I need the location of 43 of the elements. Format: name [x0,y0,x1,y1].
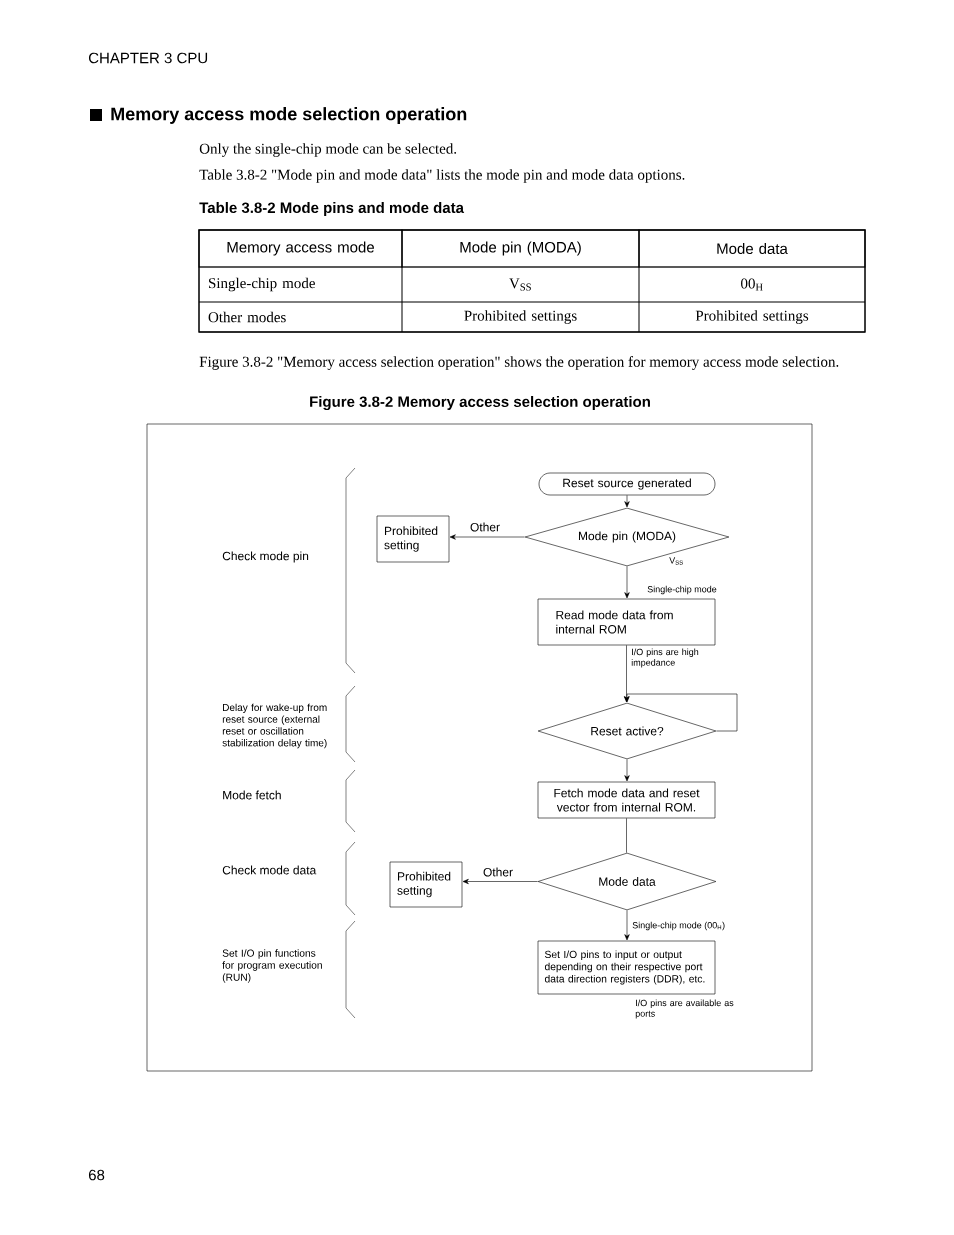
phase-label: Check mode pin [222,551,309,563]
table-cell: Mode data [638,229,866,268]
arrow [449,534,525,540]
phase-label: Check mode data [222,865,317,875]
label: Memory access mode [227,241,374,256]
note-text: I/O pins are available as ports [635,999,734,1019]
body-text: Table 3.8-2 "Mode pin and mode data" lists the mode pin and mode data options. [199,169,685,183]
table-cell: Single-chip mode [198,266,403,303]
terminal-box: Reset source generated [538,472,716,496]
arrow [624,693,738,732]
process-box: Read mode data from internal ROM [537,598,716,646]
phase-label: Delay for wake-up from reset source (external reset or oscillation stabilization delay time) [222,703,327,749]
table-cell: Mode pin (MODA) [401,229,640,268]
section-heading: Memory access mode selection operation [111,107,467,124]
arrow [623,645,630,703]
arrow [624,910,630,941]
page-header: CHAPTER 3 CPU [88,52,208,64]
table-caption: Table 3.8-2 Mode pins and mode data [199,202,465,216]
body-text: Only the single-chip mode can be selected. [199,143,457,157]
edge-label: Other [482,866,514,878]
process-box: Prohibited setting [389,861,463,908]
page-number: 68 [88,1169,105,1181]
table-cell: 00$_{H}$ [638,266,866,303]
edge-label: Other [469,521,501,533]
figure-caption: Figure 3.8-2 Memory access selection operation [310,396,650,411]
arrow [624,495,630,508]
process-box: Set I/O pins to input or output depending on their respective port data direction registers (DDR), etc. [537,940,716,995]
table-cell: Other modes [198,301,403,333]
table-cell: V$_{SS}$ [401,266,640,303]
note-text: I/O pins are high impedance [631,648,699,668]
edge-label: Single-chip mode (00$_{H}$) [631,920,727,932]
arrow [624,566,630,599]
note-text: V$_{SS}$ [669,557,683,565]
arrow [462,878,538,885]
arrow [624,759,630,782]
table-cell: Prohibited settings [638,301,866,333]
process-box: Prohibited setting [376,515,450,563]
phase-label: Set I/O pin functions for program execution (RUN) [222,949,322,983]
edge-label: Single-chip mode [646,584,718,596]
body-text: Figure 3.8-2 "Memory access selection operation" shows the operation for memory access mode selection. [199,356,839,370]
process-box: Fetch mode data and reset vector from internal ROM. [537,781,716,819]
table-cell: Prohibited settings [401,301,640,333]
phase-label: Mode fetch [223,790,281,800]
